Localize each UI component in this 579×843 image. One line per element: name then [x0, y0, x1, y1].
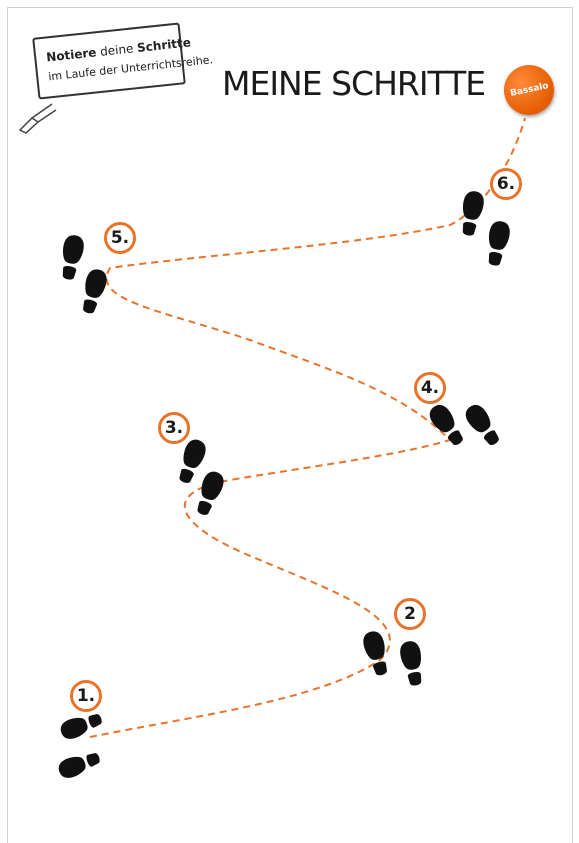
footprints-step-4: [426, 401, 504, 449]
dashed-path: [90, 118, 525, 737]
step-1-badge: 1.: [70, 680, 102, 712]
step-4-badge: 4.: [414, 372, 446, 404]
step-4-label: 4.: [421, 378, 439, 398]
step-1-label: 1.: [77, 686, 95, 706]
step-2-badge: 2: [394, 598, 426, 630]
step-5-badge: 5.: [104, 222, 136, 254]
step-3-badge: 3.: [158, 412, 190, 444]
footprints-step-3: [174, 437, 226, 518]
step-5-label: 5.: [111, 228, 129, 248]
step-3-label: 3.: [165, 418, 183, 438]
step-6-label: 6.: [497, 174, 515, 194]
step-2-label: 2: [404, 604, 416, 624]
footprints-step-2: [361, 629, 426, 687]
footprints-step-6: [458, 190, 512, 268]
footprints-step-5: [58, 234, 109, 316]
step-6-badge: 6.: [490, 168, 522, 200]
footprints-step-1: [56, 709, 104, 781]
